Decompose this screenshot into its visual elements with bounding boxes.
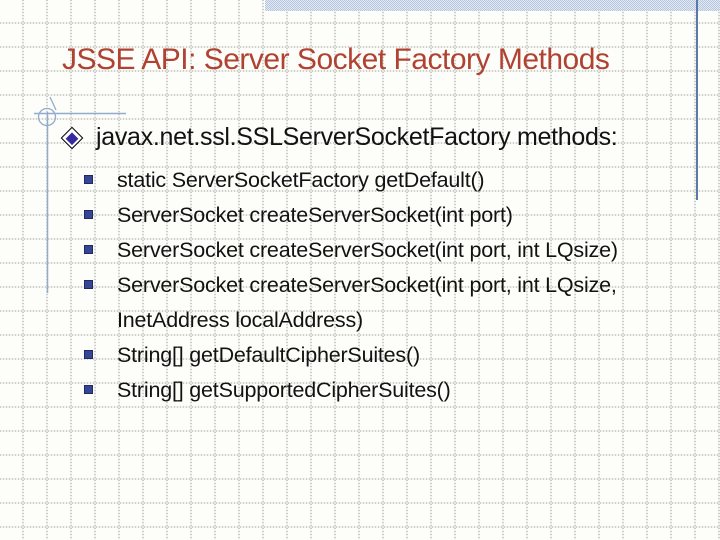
square-bullet-icon <box>84 280 93 289</box>
square-bullet-icon <box>84 350 93 359</box>
top-blue-band <box>265 0 720 11</box>
list-item: String[] getSupportedCipherSuites() <box>84 373 684 408</box>
list-item-text: static ServerSocketFactory getDefault() <box>117 168 485 192</box>
list-item: String[] getDefaultCipherSuites() <box>84 338 684 373</box>
list-item-text: String[] getSupportedCipherSuites() <box>117 378 451 402</box>
slide-title: JSSE API: Server Socket Factory Methods <box>62 43 610 76</box>
square-bullet-icon <box>84 245 93 254</box>
list-item-text: ServerSocket createServerSocket(int port… <box>117 273 617 332</box>
list-item-text: ServerSocket createServerSocket(int port… <box>117 238 618 262</box>
square-bullet-icon <box>84 175 93 184</box>
right-border-line <box>696 0 698 200</box>
bullet-heading: javax.net.ssl.SSLServerSocketFactory met… <box>96 123 618 151</box>
list-item: ServerSocket createServerSocket(int port… <box>84 233 684 268</box>
diamond-bullet-core <box>65 131 79 145</box>
list-item: ServerSocket createServerSocket(int port… <box>84 198 684 233</box>
list-item: ServerSocket createServerSocket(int port… <box>84 268 684 338</box>
list-item: static ServerSocketFactory getDefault() <box>84 163 684 198</box>
list-item-text: ServerSocket createServerSocket(int port… <box>117 203 513 227</box>
method-list: static ServerSocketFactory getDefault() … <box>84 163 684 408</box>
diamond-bullet-icon <box>60 126 84 150</box>
square-bullet-icon <box>84 385 93 394</box>
list-item-text: String[] getDefaultCipherSuites() <box>117 343 420 367</box>
square-bullet-icon <box>84 210 93 219</box>
